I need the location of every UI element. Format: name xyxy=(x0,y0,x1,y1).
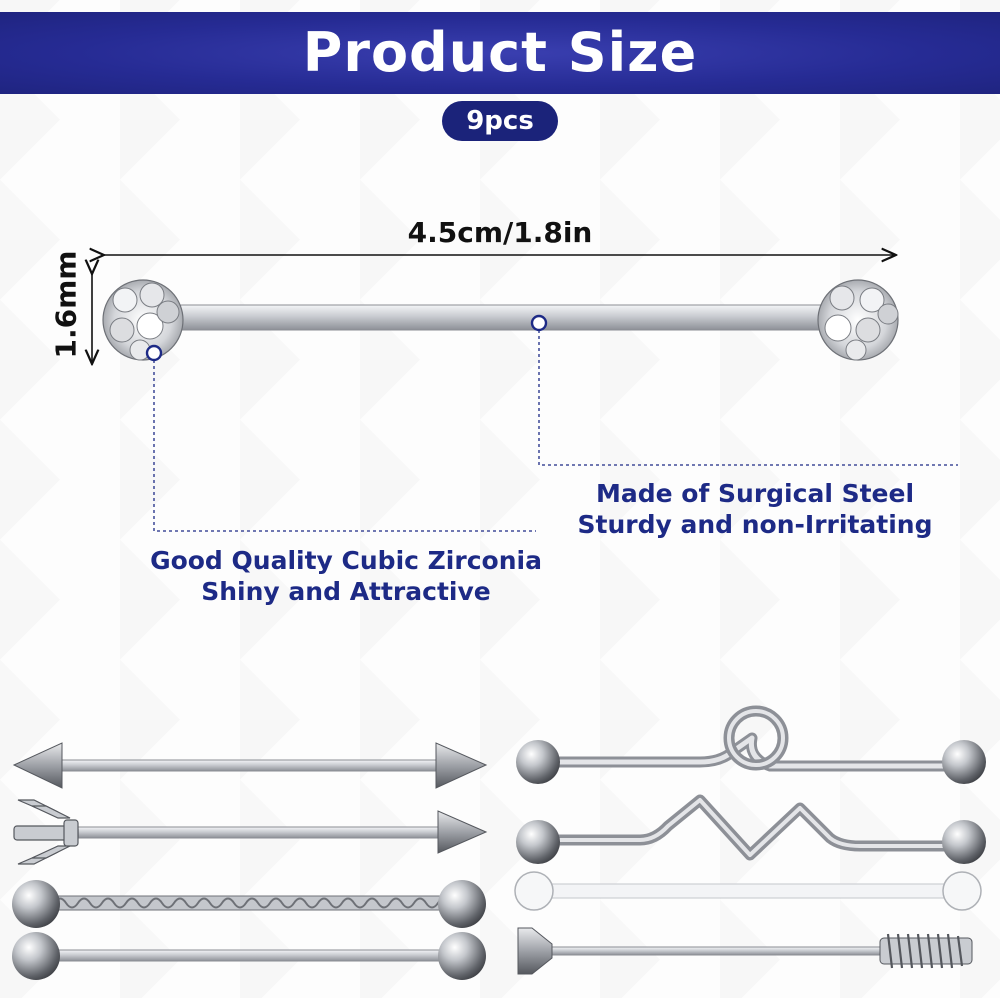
gauge-label: 1.6mm xyxy=(49,250,83,359)
steel-callout: Made of Surgical Steel Sturdy and non-Ir… xyxy=(560,478,950,540)
steel-callout-dot xyxy=(530,314,548,332)
gem-callout-dot xyxy=(145,344,163,362)
spike-barbell-icon xyxy=(12,742,488,789)
loop-barbell-icon xyxy=(516,705,986,784)
steel-callout-line2: Sturdy and non-Irritating xyxy=(577,510,933,539)
screw-barbell-icon xyxy=(517,927,973,975)
wave-barbell-icon xyxy=(516,794,986,864)
quantity-badge: 9pcs xyxy=(442,101,558,141)
crystal-left xyxy=(102,279,184,361)
gem-callout-line1: Good Quality Cubic Zirconia xyxy=(150,546,542,575)
twisted-barbell-icon xyxy=(12,880,486,928)
clear-barbell-icon xyxy=(514,871,982,911)
arrow-barbell-icon xyxy=(13,799,488,865)
page-title: Product Size xyxy=(302,21,698,84)
gem-leader-line xyxy=(153,360,536,532)
gem-callout: Good Quality Cubic Zirconia Shiny and At… xyxy=(130,545,562,607)
steel-leader-line xyxy=(538,330,958,466)
steel-callout-line1: Made of Surgical Steel xyxy=(595,479,915,508)
crystal-ball-barbell-icon xyxy=(102,279,899,361)
crystal-right xyxy=(817,279,899,361)
length-label: 4.5cm/1.8in xyxy=(407,216,593,249)
gem-callout-line2: Shiny and Attractive xyxy=(201,577,491,606)
title-banner xyxy=(0,12,1000,94)
ball-barbell-icon xyxy=(12,932,486,980)
